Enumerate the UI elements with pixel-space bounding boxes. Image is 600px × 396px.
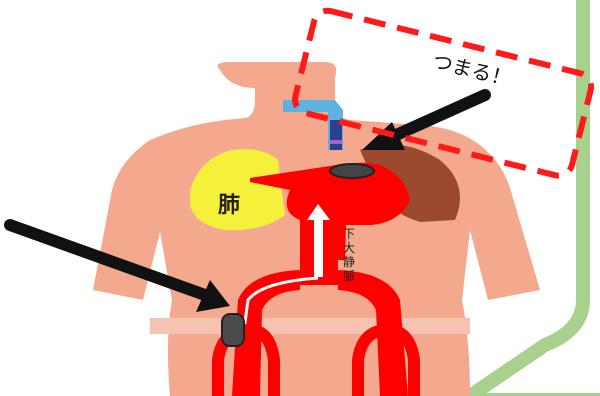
clot-top: [330, 164, 374, 178]
vein-char-2: 大: [343, 241, 355, 255]
clot-bottom: [222, 314, 244, 346]
vein-char-3: 静: [343, 255, 355, 269]
vein-char-1: 下: [343, 227, 355, 241]
vein-label: 下 大 静 脈: [343, 227, 355, 283]
vein-char-4: 脈: [343, 269, 355, 283]
lung-label: 肺: [218, 193, 240, 218]
